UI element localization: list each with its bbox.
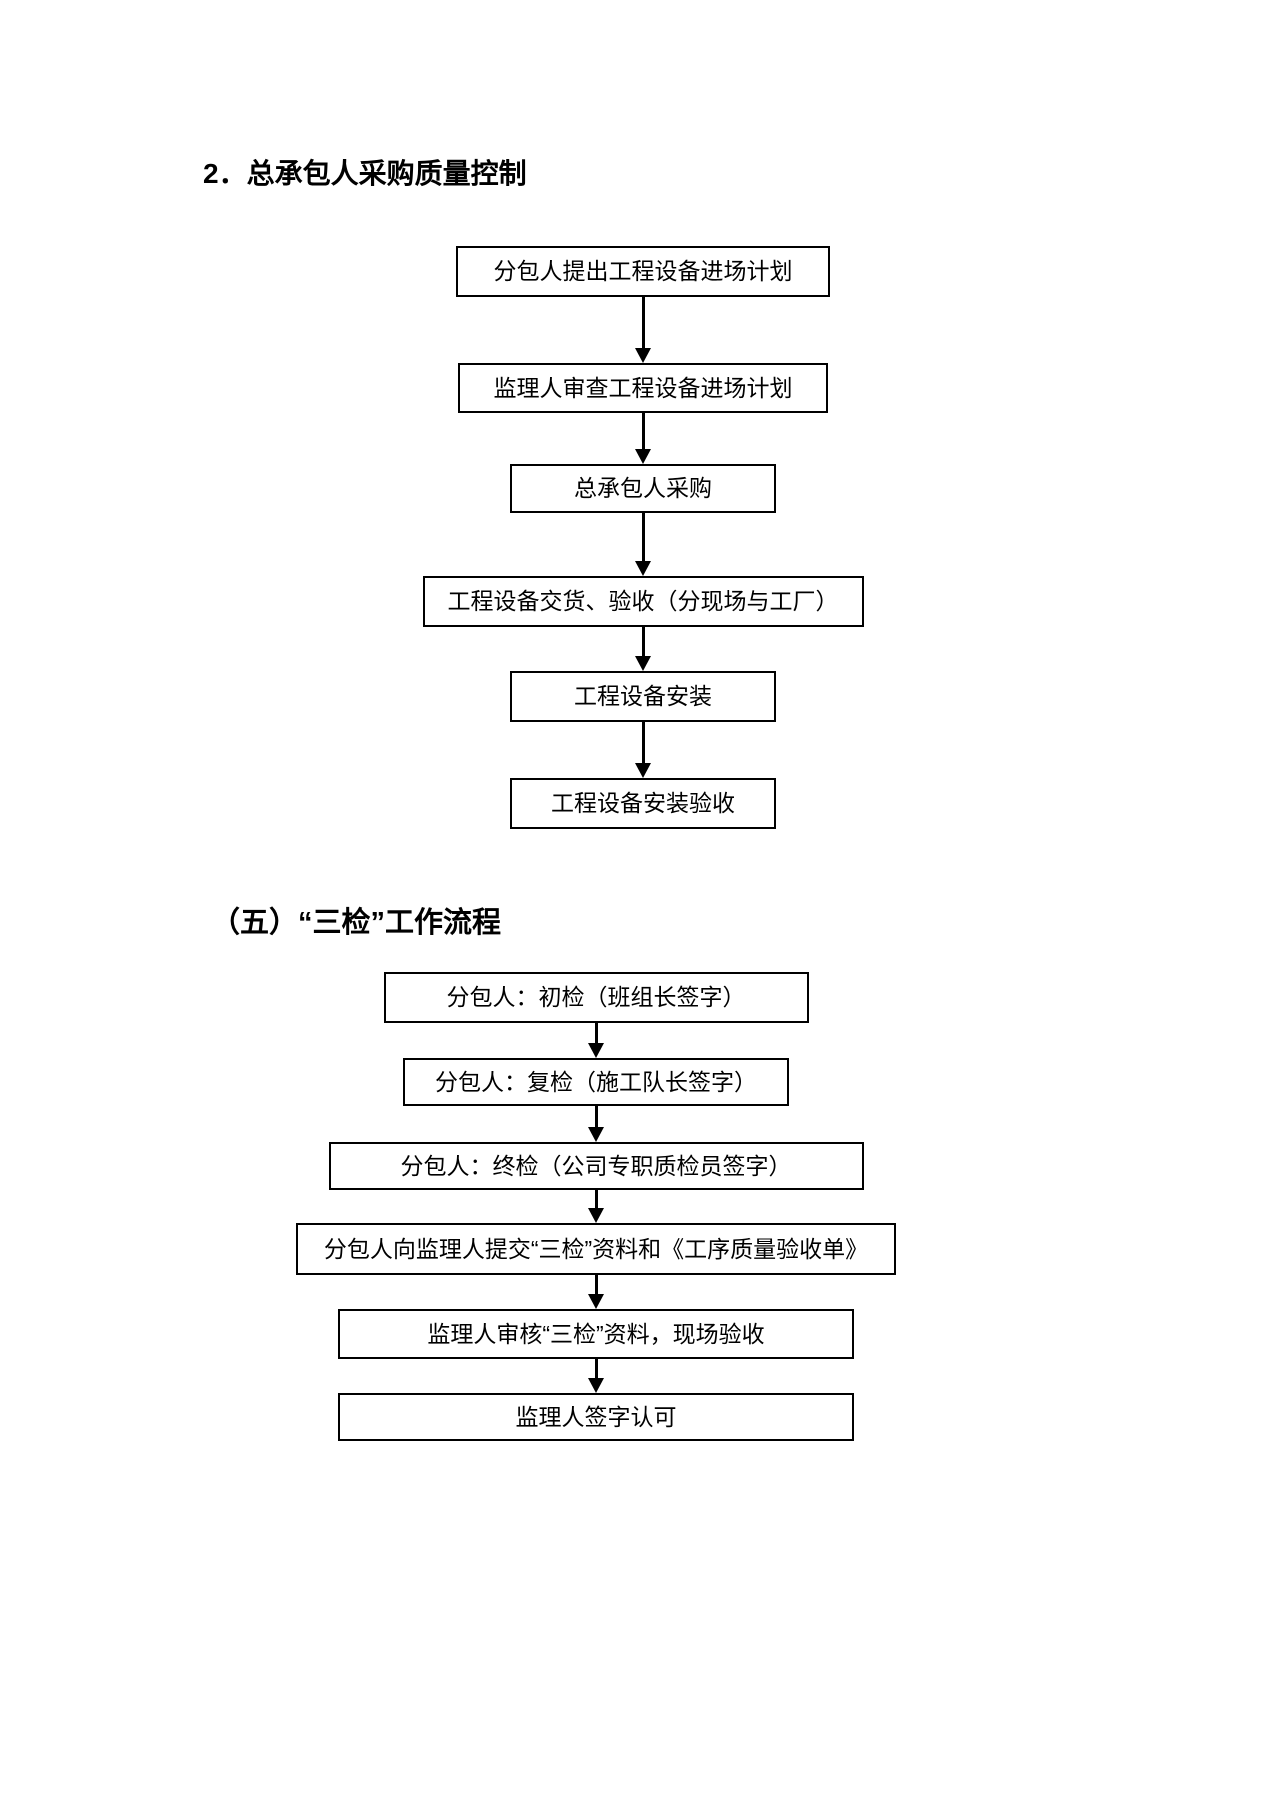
- down-arrow-connector: [587, 1275, 605, 1309]
- arrow-shaft: [594, 1023, 598, 1043]
- arrowhead-icon: [635, 449, 651, 464]
- arrow-shaft: [641, 627, 645, 656]
- flow-node: 分包人：复检（施工队长签字）: [403, 1058, 789, 1106]
- down-arrow-connector: [634, 722, 652, 778]
- arrowhead-icon: [588, 1208, 604, 1223]
- down-arrow-connector: [634, 627, 652, 671]
- arrow-shaft: [641, 297, 645, 348]
- flow-node: 分包人：终检（公司专职质检员签字）: [328, 1142, 864, 1190]
- arrowhead-icon: [588, 1378, 604, 1393]
- flow-node: 工程设备交货、验收（分现场与工厂）: [422, 576, 864, 627]
- flow-node: 分包人：初检（班组长签字）: [383, 972, 809, 1023]
- arrow-shaft: [594, 1190, 598, 1208]
- arrowhead-icon: [635, 763, 651, 778]
- flow-node: 监理人签字认可: [338, 1393, 854, 1441]
- flow-node: 工程设备安装: [510, 671, 776, 722]
- flow-node: 总承包人采购: [510, 464, 776, 513]
- arrow-shaft: [594, 1359, 598, 1378]
- down-arrow-connector: [587, 1106, 605, 1142]
- arrowhead-icon: [635, 561, 651, 576]
- arrow-shaft: [641, 413, 645, 449]
- flow-node: 分包人向监理人提交“三检”资料和《工序质量验收单》: [296, 1223, 896, 1275]
- arrow-shaft: [594, 1106, 598, 1127]
- flow-node: 监理人审核“三检”资料，现场验收: [338, 1309, 854, 1359]
- down-arrow-connector: [634, 413, 652, 464]
- down-arrow-connector: [587, 1023, 605, 1058]
- arrowhead-icon: [635, 348, 651, 363]
- down-arrow-connector: [587, 1359, 605, 1393]
- section-heading-procurement: 2．总承包人采购质量控制: [203, 158, 527, 189]
- arrowhead-icon: [588, 1294, 604, 1309]
- three-checks-flowchart: 分包人：初检（班组长签字） 分包人：复检（施工队长签字） 分包人：终检（公司专职…: [289, 972, 903, 1441]
- procurement-flowchart: 分包人提出工程设备进场计划 监理人审查工程设备进场计划 总承包人采购 工程设备交…: [403, 246, 883, 829]
- arrowhead-icon: [588, 1127, 604, 1142]
- down-arrow-connector: [587, 1190, 605, 1223]
- flow-node: 工程设备安装验收: [510, 778, 776, 829]
- arrow-shaft: [594, 1275, 598, 1294]
- down-arrow-connector: [634, 297, 652, 363]
- flow-node: 分包人提出工程设备进场计划: [456, 246, 830, 297]
- flow-node: 监理人审查工程设备进场计划: [458, 363, 828, 413]
- section-heading-three-checks: （五）“三检”工作流程: [211, 907, 502, 939]
- arrow-shaft: [641, 722, 645, 763]
- down-arrow-connector: [634, 513, 652, 576]
- arrow-shaft: [641, 513, 645, 561]
- arrowhead-icon: [635, 656, 651, 671]
- arrowhead-icon: [588, 1043, 604, 1058]
